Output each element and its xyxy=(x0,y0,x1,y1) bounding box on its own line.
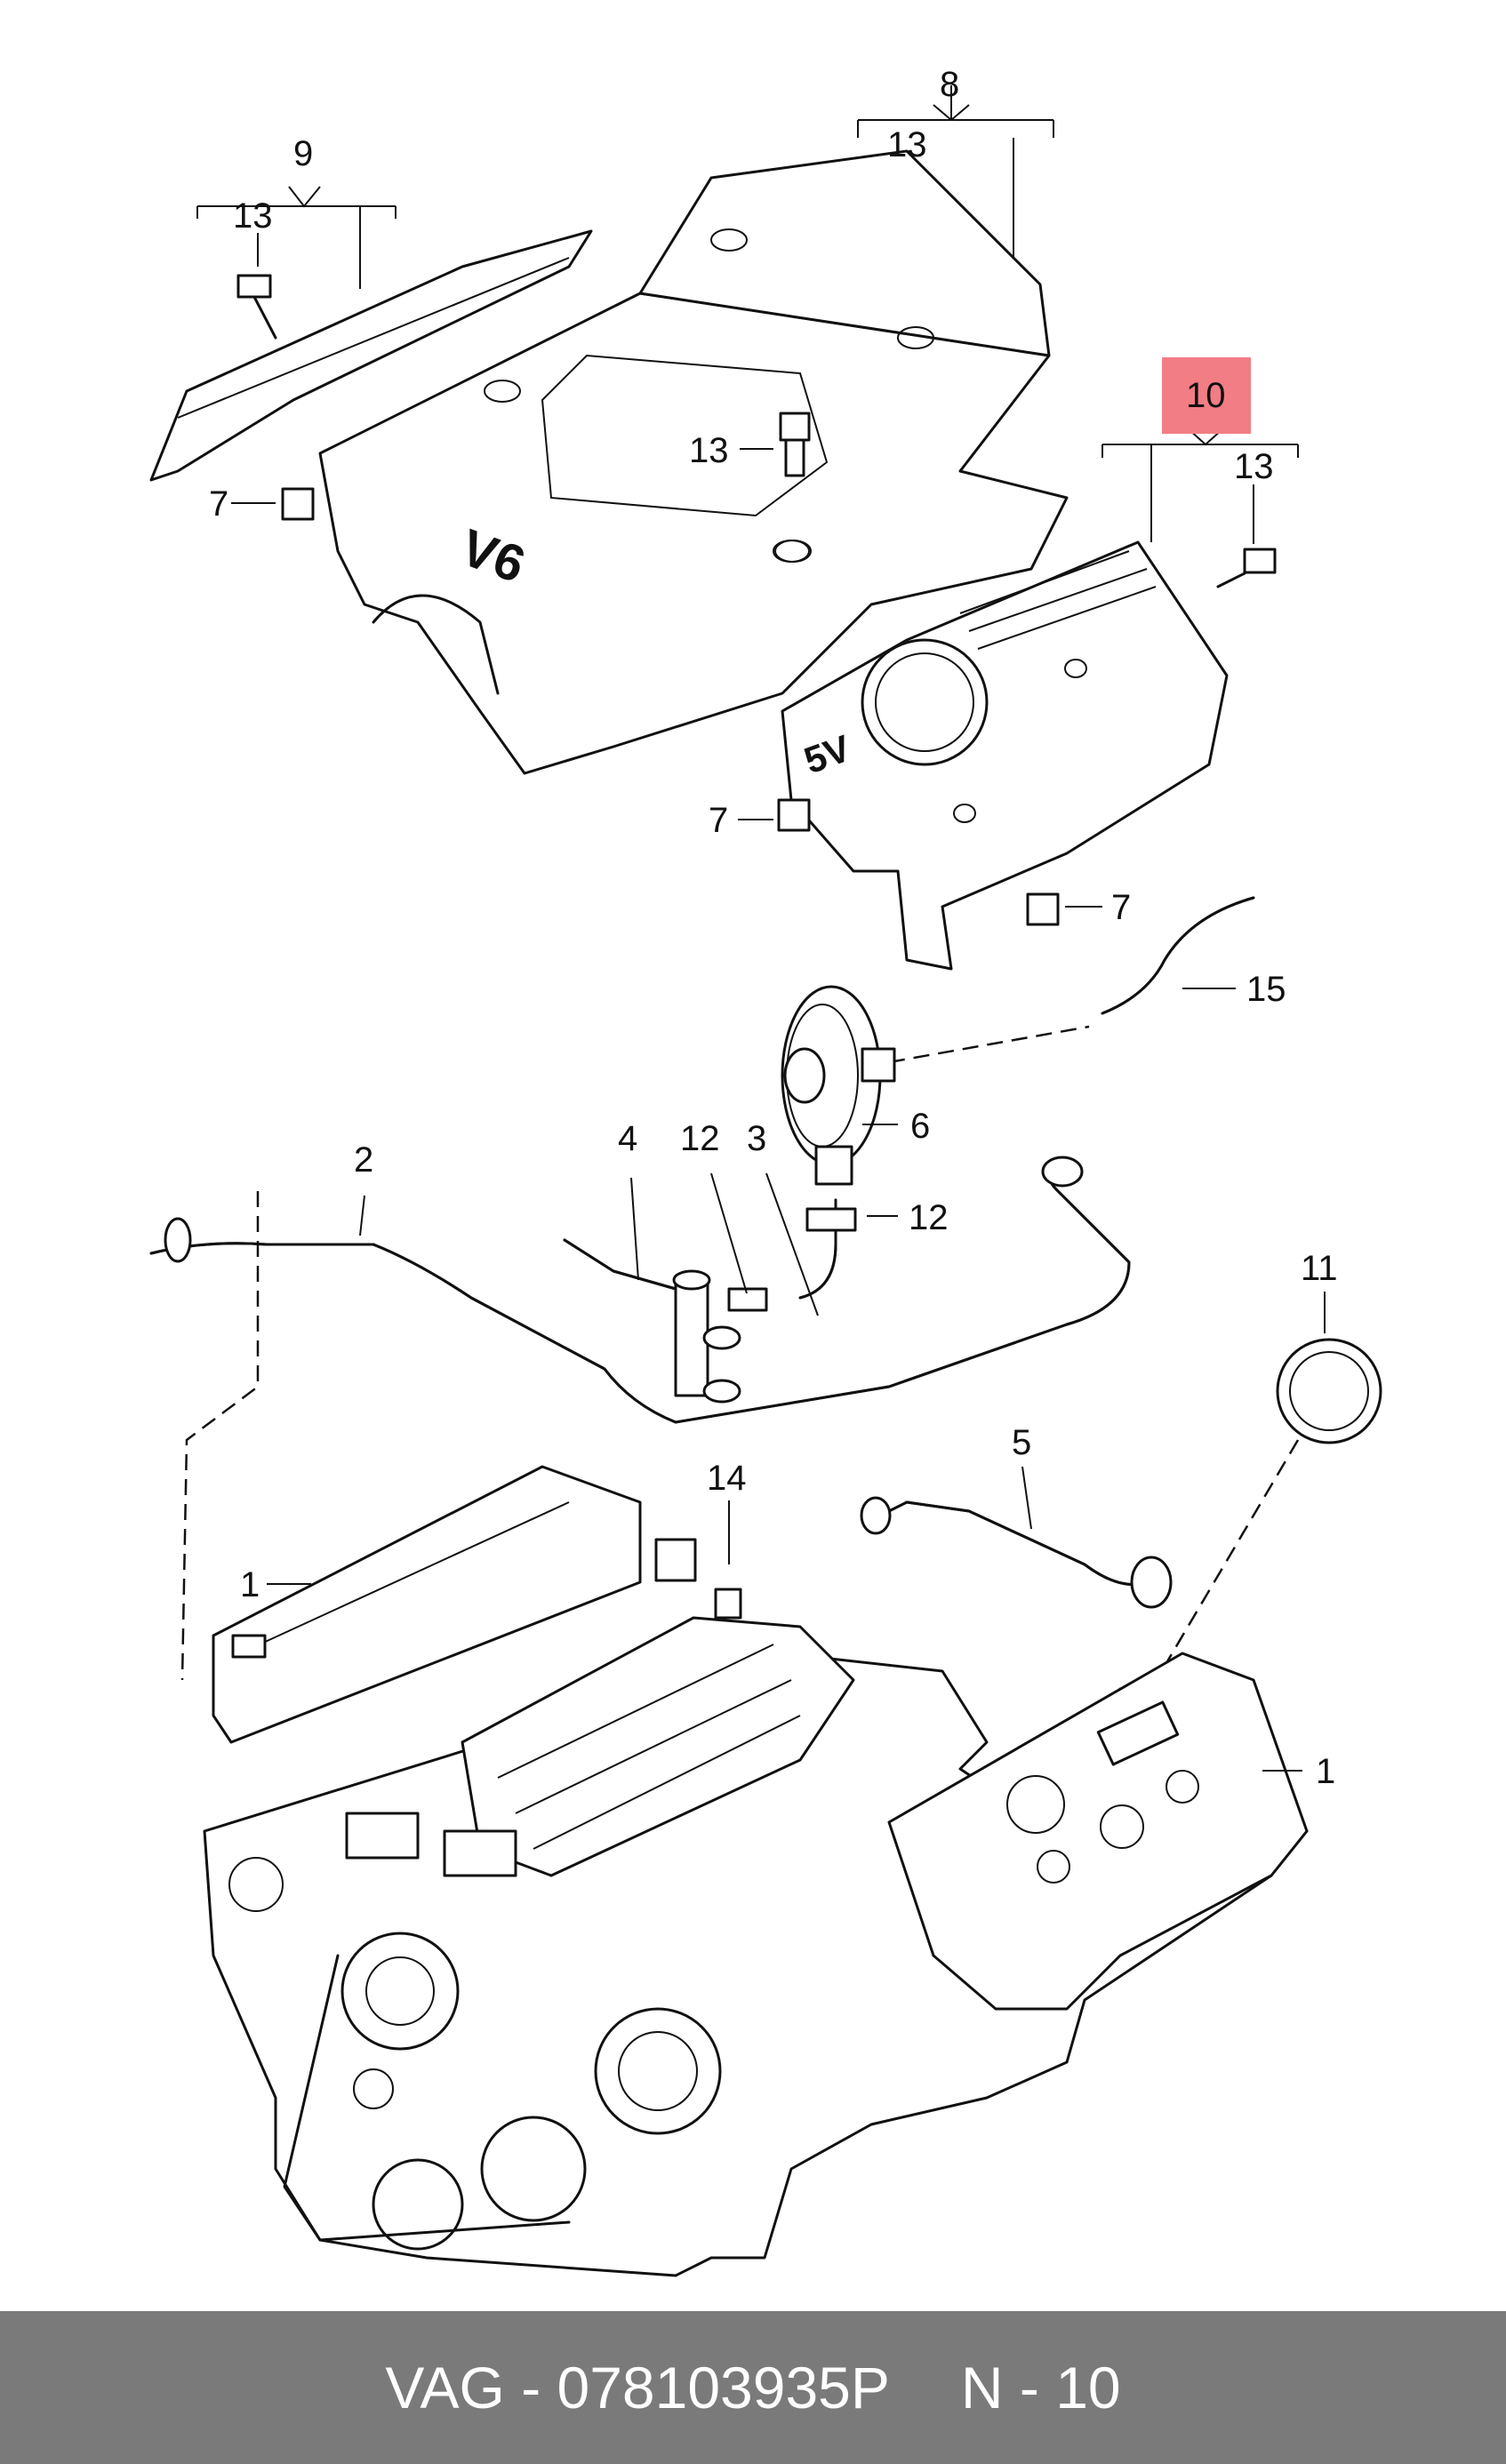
seal-11 xyxy=(1276,1338,1382,1444)
callout-3: 3 xyxy=(747,1119,766,1158)
footer-bar: VAG - 078103935P N - 10 xyxy=(0,2311,1506,2464)
callout-12-top: 12 xyxy=(680,1119,720,1158)
callout-15: 15 xyxy=(1246,970,1286,1009)
footer-reference: N - 10 xyxy=(960,2355,1121,2420)
engine-cover-side-panel xyxy=(149,229,593,482)
part-10-highlight xyxy=(1162,357,1251,434)
callout-13-right: 13 xyxy=(1234,447,1274,486)
bolt-13-left xyxy=(236,274,277,340)
clip-7-a xyxy=(281,487,315,521)
pipe-14 xyxy=(654,1538,697,1582)
clip-7-c xyxy=(1026,892,1060,926)
clamp-12-a xyxy=(727,1287,768,1312)
hose-4 xyxy=(563,1238,741,1404)
callout-1-right: 1 xyxy=(1316,1752,1335,1791)
callout-13-top: 13 xyxy=(887,125,927,164)
callout-12-right: 12 xyxy=(909,1198,949,1237)
callout-8: 8 xyxy=(940,65,959,104)
callout-10: 10 xyxy=(1186,376,1226,415)
oil-separator-6 xyxy=(781,985,896,1186)
callout-11: 11 xyxy=(1301,1249,1338,1288)
bolt-13-right xyxy=(1216,548,1277,588)
callout-7-center: 7 xyxy=(709,801,728,840)
callout-6: 6 xyxy=(910,1107,930,1146)
callout-2: 2 xyxy=(354,1140,373,1180)
engine-block xyxy=(203,1465,1309,2277)
callout-1-left: 1 xyxy=(240,1565,260,1604)
engine-cover-right xyxy=(781,540,1229,971)
parts-diagram: V6 5V xyxy=(149,65,1382,2277)
callout-7-left: 7 xyxy=(209,484,228,524)
bolt-13-center xyxy=(774,412,812,563)
hose-3 xyxy=(798,1198,837,1300)
footer-separator: - xyxy=(521,2355,541,2420)
callout-13-left: 13 xyxy=(233,196,273,236)
clamp-12-b xyxy=(805,1207,857,1232)
hose-2 xyxy=(149,1172,1131,1424)
hose-5 xyxy=(869,1500,1149,1586)
engine-cover-left xyxy=(318,149,1069,775)
callout-14: 14 xyxy=(707,1459,747,1498)
callout-7-right: 7 xyxy=(1111,888,1131,927)
callout-5: 5 xyxy=(1012,1423,1031,1462)
callout-13-center: 13 xyxy=(689,431,729,470)
clip-7-b xyxy=(777,798,811,832)
footer-part-number: 078103935P xyxy=(557,2355,890,2420)
callout-4: 4 xyxy=(618,1119,637,1158)
footer-brand: VAG xyxy=(385,2355,505,2420)
callout-9: 9 xyxy=(293,134,313,173)
